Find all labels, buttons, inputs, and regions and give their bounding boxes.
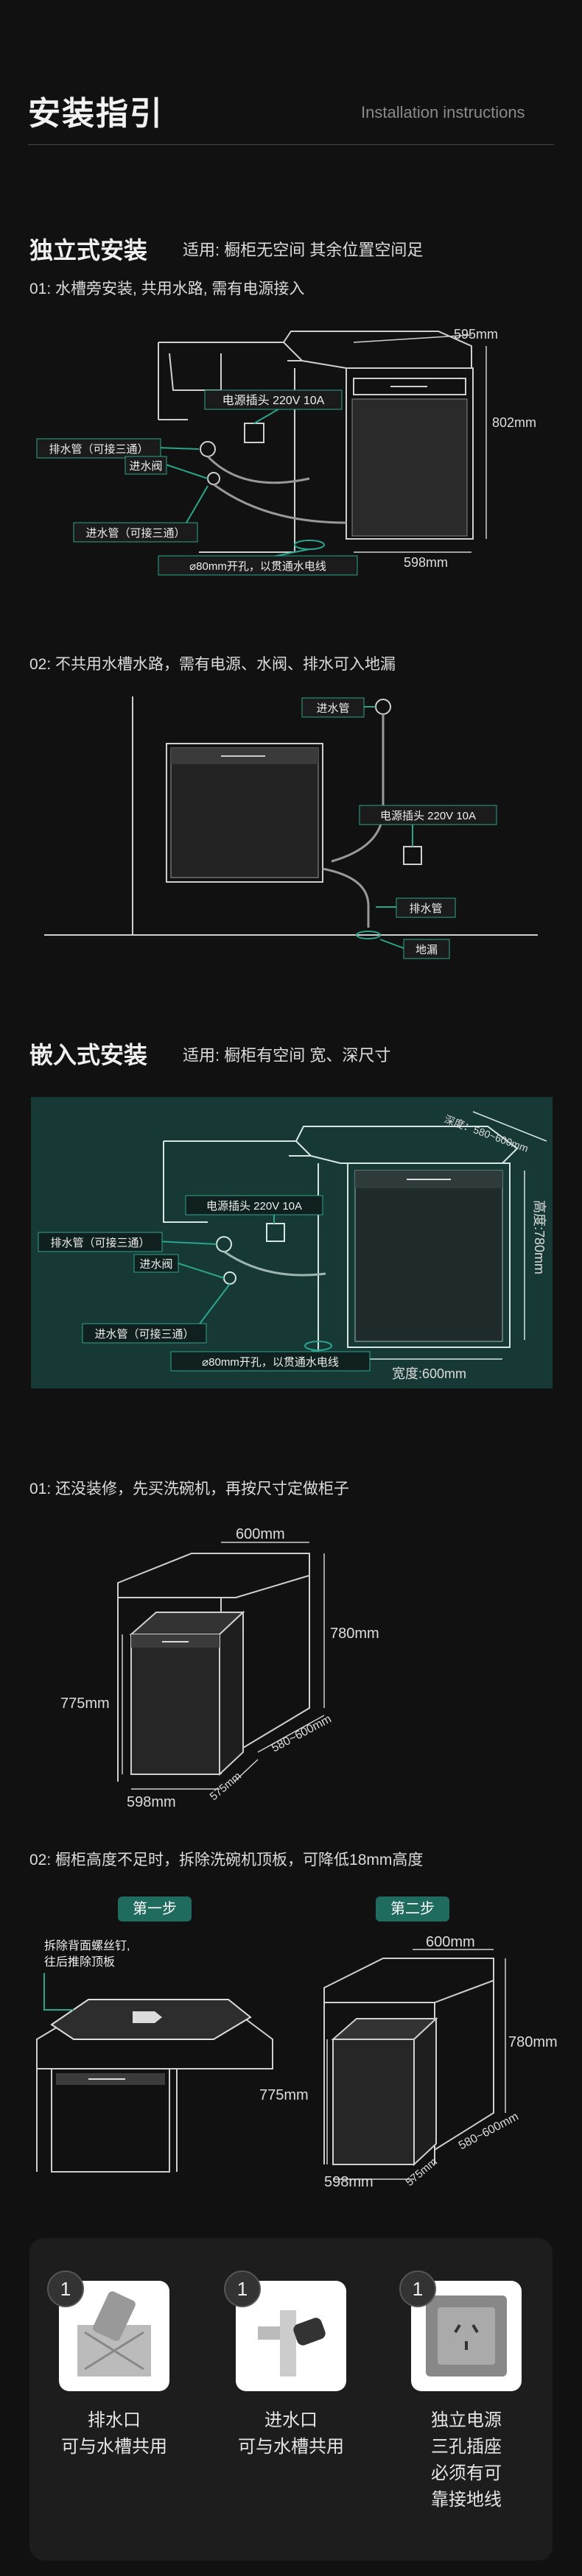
d1-drain-label: 排水管（可接三通） xyxy=(49,443,148,456)
bi-inlet-label: 进水管（可接三通） xyxy=(94,1328,194,1341)
standalone-diagram-1: 电源插头 220V 10A 排水管（可接三通） 进水阀 进水管（可接三通） ⌀8… xyxy=(36,327,536,576)
builtin-step1: 01: 还没装修，先买洗碗机，再按尺寸定做柜子 xyxy=(29,1481,350,1497)
header-divider xyxy=(28,144,554,145)
floor-drain-icon xyxy=(59,2281,169,2391)
angle-valve-icon xyxy=(236,2281,346,2391)
d1-hole-label: ⌀80mm开孔，以贯通水电线 xyxy=(189,560,326,573)
standalone-note: 适用: 橱柜无空间 其余位置空间足 xyxy=(183,241,424,259)
screw-note-line2: 往后推除顶板 xyxy=(44,1955,115,1969)
feature-line: 可与水槽共用 xyxy=(61,2437,167,2457)
d1-height: 802mm xyxy=(492,415,536,430)
bi-power-label: 电源插头 220V 10A xyxy=(206,1200,302,1213)
feature-line: 必须有可 xyxy=(431,2463,502,2483)
s2-machine-width: 598mm xyxy=(324,2174,374,2190)
feature-number: 1 xyxy=(47,2270,84,2307)
s1-height: 780mm xyxy=(330,1626,379,1642)
d1-width: 595mm xyxy=(454,327,498,342)
feature-line: 可与水槽共用 xyxy=(238,2437,344,2457)
feature-line: 独立电源 xyxy=(431,2410,502,2430)
bi-hole-label: ⌀80mm开孔，以贯通水电线 xyxy=(202,1356,339,1369)
bi-valve-label: 进水阀 xyxy=(139,1258,172,1271)
builtin-diagram-panel: 电源插头 220V 10A 排水管（可接三通） 进水阀 进水管（可接三通） ⌀8… xyxy=(31,1097,553,1388)
builtin-diagram: 电源插头 220V 10A 排水管（可接三通） 进水阀 进水管（可接三通） ⌀8… xyxy=(38,1111,547,1381)
feature-line: 三孔插座 xyxy=(431,2437,502,2457)
builtin-note: 适用: 橱柜有空间 宽、深尺寸 xyxy=(183,1046,391,1065)
builtin-step1-diagram: 600mm 780mm 775mm 580~600mm 598mm 575mm xyxy=(60,1526,379,1810)
d1-depth: 598mm xyxy=(404,555,448,570)
standalone-step1: 01: 水槽旁安装, 共用水路, 需有电源接入 xyxy=(29,280,305,297)
d2-power-label: 电源插头 220V 10A xyxy=(380,810,476,822)
step-one-tag: 第一步 xyxy=(118,1896,192,1922)
builtin-step2-diagram: 拆除背面螺丝钉, 往后推除顶板 600mm 780mm 775mm 580~60… xyxy=(36,1934,558,2190)
feature-number: 1 xyxy=(224,2270,261,2307)
feature-item-drain: 1 排水口 可与水槽共用 xyxy=(47,2270,169,2460)
s1-machine-width: 598mm xyxy=(127,1794,176,1810)
builtin-title: 嵌入式安装 xyxy=(29,1042,148,1068)
bi-drain-label: 排水管（可接三通） xyxy=(50,1237,150,1249)
feature-line: 进水口 xyxy=(264,2410,318,2430)
d1-inlet-label: 进水管（可接三通） xyxy=(85,527,185,540)
s2-height: 780mm xyxy=(508,2034,558,2050)
d2-inlet-label: 进水管 xyxy=(316,702,349,715)
standalone-title: 独立式安装 xyxy=(29,237,148,264)
page-title: 安装指引 xyxy=(28,96,164,132)
s2-width: 600mm xyxy=(426,1934,475,1950)
feature-caption: 独立电源 三孔插座 必须有可 靠接地线 xyxy=(411,2407,522,2513)
d2-floor-label: 地漏 xyxy=(416,944,438,956)
s1-width: 600mm xyxy=(236,1526,285,1542)
feature-number: 1 xyxy=(399,2270,436,2307)
screw-note-line1: 拆除背面螺丝钉, xyxy=(44,1939,130,1952)
feature-line: 靠接地线 xyxy=(431,2490,502,2510)
feature-line: 排水口 xyxy=(88,2410,141,2430)
feature-item-power: 1 独立电源 三孔插座 必须有可 靠接地线 xyxy=(399,2270,522,2513)
page-subtitle-en: Installation instructions xyxy=(361,103,525,121)
bi-width: 宽度:600mm xyxy=(392,1366,466,1381)
standalone-diagram-2: 进水管 电源插头 220V 10A 排水管 地漏 xyxy=(44,696,538,959)
feature-item-inlet: 1 进水口 可与水槽共用 xyxy=(224,2270,346,2460)
d1-valve-label: 进水阀 xyxy=(129,460,162,473)
standalone-step2: 02: 不共用水槽水路，需有电源、水阀、排水可入地漏 xyxy=(29,656,396,673)
s1-machine-height: 775mm xyxy=(60,1695,110,1712)
bi-height: 高度:780mm xyxy=(532,1200,547,1274)
builtin-step2: 02: 橱柜高度不足时，拆除洗碗机顶板，可降低18mm高度 xyxy=(29,1852,424,1869)
feature-caption: 排水口 可与水槽共用 xyxy=(59,2407,169,2460)
feature-caption: 进水口 可与水槽共用 xyxy=(236,2407,346,2460)
s1-depth: 580~600mm xyxy=(270,1713,334,1755)
d2-drain-label: 排水管 xyxy=(409,903,442,915)
s2-machine-height: 775mm xyxy=(259,2087,309,2103)
d1-power-label: 电源插头 220V 10A xyxy=(222,394,325,407)
step-two-tag: 第二步 xyxy=(376,1896,449,1922)
bi-depth: 深度：580~600mm xyxy=(443,1113,530,1154)
